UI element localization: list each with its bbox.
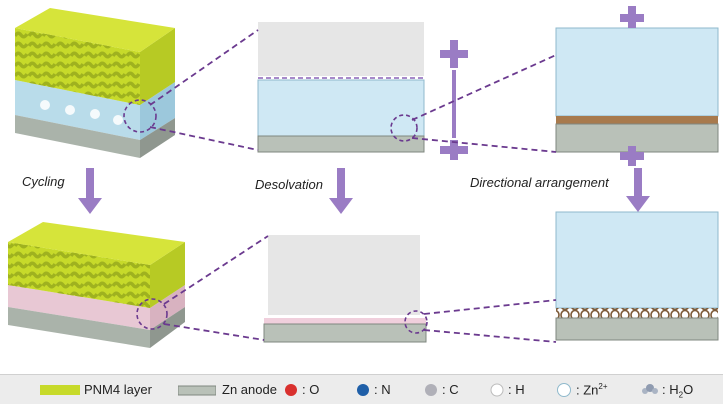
polymer-side xyxy=(140,28,175,105)
ion-1 xyxy=(40,100,50,110)
zoom-circle-4 xyxy=(404,310,428,334)
top-middle-panel xyxy=(257,22,425,153)
bottom-middle-panel xyxy=(263,235,428,343)
connectors xyxy=(149,29,557,343)
layer-side xyxy=(8,285,150,330)
polymer-top-2 xyxy=(8,222,185,265)
electrolyte-face xyxy=(140,82,175,140)
electrolyte-box-r xyxy=(555,27,719,117)
top-left-block xyxy=(15,8,175,158)
anode-box-r2 xyxy=(555,317,719,341)
anode-side-2 xyxy=(8,307,150,348)
coil-layer xyxy=(556,308,718,318)
arrow-directional-head xyxy=(626,196,650,212)
anode-box-2 xyxy=(263,323,427,343)
oxygen-atom-icon xyxy=(285,384,297,396)
field-plates xyxy=(440,6,644,166)
hydrogen-atom-icon xyxy=(490,383,504,397)
anode-face xyxy=(140,118,175,158)
legend-n: : N xyxy=(374,382,391,397)
zinc-ion-icon xyxy=(557,383,571,397)
ion-3 xyxy=(90,109,100,119)
nitrogen-atom-icon xyxy=(357,384,369,396)
zoom-circle-3 xyxy=(390,114,418,142)
polymer-side-2 xyxy=(150,242,185,308)
legend-h: : H xyxy=(508,382,525,397)
label-cycling: Cycling xyxy=(22,174,65,189)
anode-box xyxy=(257,135,425,153)
pink-layer xyxy=(264,318,426,324)
legend-layer: PNM4 layer xyxy=(84,382,152,397)
water-molecule-icon xyxy=(642,384,658,394)
bottom-right-panel xyxy=(555,211,719,341)
arrow-desolvation-shaft xyxy=(337,168,345,198)
ion-4 xyxy=(113,115,123,125)
ion-2 xyxy=(65,105,75,115)
bottom-left-block xyxy=(8,222,185,348)
legend-o: : O xyxy=(302,382,320,397)
electrolyte-side xyxy=(15,80,140,140)
polymer-top xyxy=(15,8,175,52)
polymer-texture-2 xyxy=(8,242,150,308)
polymer-texture xyxy=(15,28,140,105)
diagram-svg xyxy=(8,6,719,348)
arrow-directional-shaft xyxy=(634,168,642,196)
anode-box-r xyxy=(555,123,719,153)
zoom-circle-1 xyxy=(123,99,157,133)
electrolyte-box xyxy=(257,79,425,137)
arrow-cycling-shaft xyxy=(86,168,94,198)
anode-side xyxy=(15,115,140,158)
anode-face-2 xyxy=(150,307,185,348)
copper-layer xyxy=(556,116,718,124)
label-desolvation: Desolvation xyxy=(255,177,323,192)
process-arrows xyxy=(78,168,650,214)
legend-h2o: : H2O xyxy=(662,382,694,400)
label-directional: Directional arrangement xyxy=(470,175,609,190)
molecules-2 xyxy=(268,235,420,315)
arrow-desolvation-head xyxy=(329,198,353,214)
layer-swatch-icon xyxy=(40,385,80,395)
top-right-panel xyxy=(555,27,719,153)
carbon-atom-icon xyxy=(425,384,437,396)
legend-c: : C xyxy=(442,382,459,397)
zoom-circle-2 xyxy=(136,298,168,330)
legend-anode: Zn anode xyxy=(222,382,277,397)
arrow-cycling-head xyxy=(78,198,102,214)
electrolyte-box-r2 xyxy=(555,211,719,309)
legend-bar: PNM4 layer Zn anode : O : N : C : H : Zn… xyxy=(0,374,723,404)
legend-zn: : Zn2+ xyxy=(576,382,608,398)
polymer-molecules xyxy=(258,22,424,76)
anode-swatch-icon xyxy=(178,385,216,396)
